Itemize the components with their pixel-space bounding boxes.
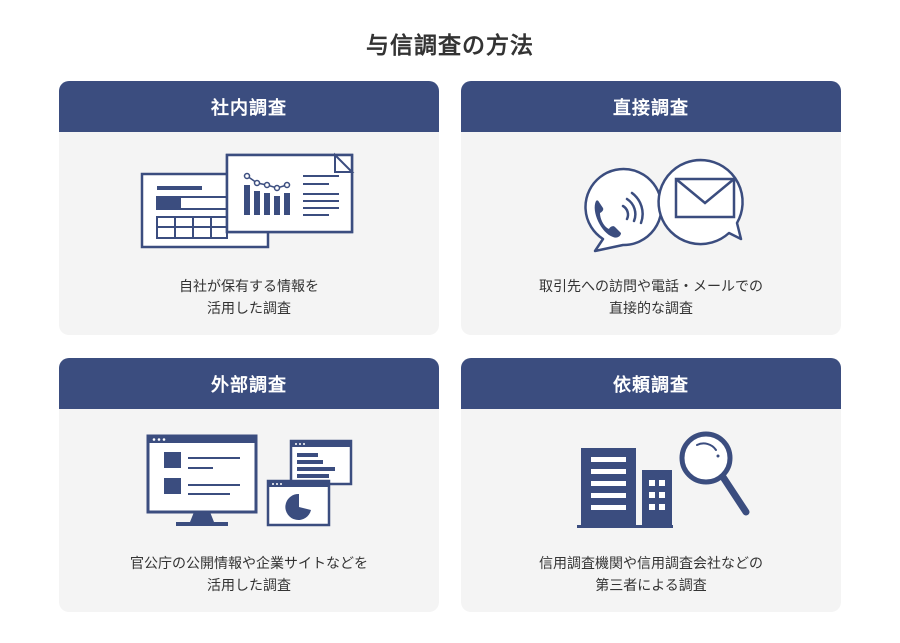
card-internal-investigation: 社内調査 [59, 81, 439, 335]
card-heading: 社内調査 [59, 81, 439, 132]
card-description: 取引先への訪問や電話・メールでの 直接的な調査 [539, 279, 763, 317]
card-heading: 依頼調査 [461, 358, 841, 409]
card-heading: 外部調査 [59, 358, 439, 409]
building-magnifier-icon [461, 428, 841, 538]
card-description: 官公庁の公開情報や企業サイトなどを 活用した調査 [130, 556, 368, 594]
card-commissioned-investigation: 依頼調査 信用調査機関や信用調査会社などの 第三者による調査 [461, 358, 841, 612]
documents-chart-icon [59, 151, 439, 261]
phone-mail-bubbles-icon [461, 151, 841, 261]
card-description: 信用調査機関や信用調査会社などの 第三者による調査 [539, 556, 763, 594]
card-direct-investigation: 直接調査 取引先への訪問や電話・メールでの 直接的な調査 [461, 81, 841, 335]
card-description: 自社が保有する情報を 活用した調査 [179, 279, 319, 317]
card-heading: 直接調査 [461, 81, 841, 132]
page-title: 与信調査の方法 [366, 33, 534, 59]
monitor-windows-icon [59, 428, 439, 538]
card-external-investigation: 外部調査 官公庁の公開情報や企業サイトなどを 活用した調査 [59, 358, 439, 612]
